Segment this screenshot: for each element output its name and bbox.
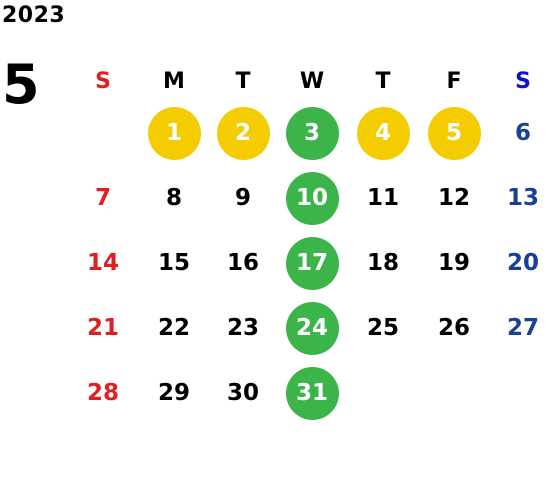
weekday-header-2: T (235, 68, 251, 94)
day-number: 25 (366, 315, 399, 341)
day-cell-22[interactable]: 22 (146, 302, 202, 354)
day-cell-7[interactable]: 7 (75, 172, 131, 224)
day-number: 26 (437, 315, 470, 341)
day-cell-4-highlighted[interactable]: 4 (355, 106, 411, 160)
day-number: 8 (165, 185, 182, 211)
day-number: 21 (86, 315, 119, 341)
week-row: 14 15 16 17 18 19 20 (68, 236, 548, 302)
day-number: 31 (285, 366, 339, 420)
day-cell-11[interactable]: 11 (355, 172, 411, 224)
day-cell-5-highlighted[interactable]: 5 (426, 106, 482, 160)
day-number: 17 (285, 236, 339, 290)
day-cell-19[interactable]: 19 (426, 237, 482, 289)
day-number: 2 (216, 106, 270, 160)
day-cell-16[interactable]: 16 (215, 237, 271, 289)
day-number: 11 (366, 185, 399, 211)
day-number: 18 (366, 250, 399, 276)
week-row: 21 22 23 24 25 26 27 (68, 301, 548, 367)
day-cell-30[interactable]: 30 (215, 367, 271, 419)
day-number: 15 (157, 250, 190, 276)
day-cell-21[interactable]: 21 (75, 302, 131, 354)
day-cell-14[interactable]: 14 (75, 237, 131, 289)
day-number: 3 (285, 106, 339, 160)
day-cell-31-highlighted[interactable]: 31 (284, 366, 340, 420)
day-number: 10 (285, 171, 339, 225)
day-number: 1 (147, 106, 201, 160)
weekday-header-1: M (163, 68, 185, 94)
day-cell-10-highlighted[interactable]: 10 (284, 171, 340, 225)
day-cell-24-highlighted[interactable]: 24 (284, 301, 340, 355)
year-label: 2023 (2, 3, 66, 28)
day-cell-2-highlighted[interactable]: 2 (215, 106, 271, 160)
month-number: 5 (2, 53, 40, 116)
weekday-header-5: F (446, 68, 462, 94)
day-cell-3-highlighted[interactable]: 3 (284, 106, 340, 160)
day-number: 29 (157, 380, 190, 406)
day-cell-27[interactable]: 27 (495, 302, 548, 354)
day-cell-25[interactable]: 25 (355, 302, 411, 354)
day-cell-29[interactable]: 29 (146, 367, 202, 419)
day-cell-28[interactable]: 28 (75, 367, 131, 419)
day-cell-1-highlighted[interactable]: 1 (146, 106, 202, 160)
day-number: 28 (86, 380, 119, 406)
day-cell-15[interactable]: 15 (146, 237, 202, 289)
day-cell-18[interactable]: 18 (355, 237, 411, 289)
week-row: 28 29 30 31 (68, 366, 548, 432)
day-number: 19 (437, 250, 470, 276)
day-number: 7 (94, 185, 111, 211)
day-number: 24 (285, 301, 339, 355)
day-cell-20[interactable]: 20 (495, 237, 548, 289)
day-cell-13[interactable]: 13 (495, 172, 548, 224)
day-number: 14 (86, 250, 119, 276)
day-number: 20 (506, 250, 539, 276)
day-number: 9 (234, 185, 251, 211)
day-cell-26[interactable]: 26 (426, 302, 482, 354)
day-cell-6[interactable]: 6 (495, 107, 548, 159)
weekday-header-4: T (375, 68, 391, 94)
day-number: 23 (226, 315, 259, 341)
day-number: 5 (427, 106, 481, 160)
day-number: 27 (506, 315, 539, 341)
day-number: 13 (506, 185, 539, 211)
weekday-header-3: W (299, 68, 325, 94)
day-cell-9[interactable]: 9 (215, 172, 271, 224)
day-number: 22 (157, 315, 190, 341)
day-number: 6 (514, 120, 531, 146)
day-cell-17-highlighted[interactable]: 17 (284, 236, 340, 290)
day-number: 16 (226, 250, 259, 276)
day-cell-12[interactable]: 12 (426, 172, 482, 224)
day-number: 12 (437, 185, 470, 211)
week-row: 7 8 9 10 11 12 13 (68, 171, 548, 237)
weekday-header-0: S (95, 68, 111, 94)
day-cell-8[interactable]: 8 (146, 172, 202, 224)
day-cell-23[interactable]: 23 (215, 302, 271, 354)
weekday-header-6: S (515, 68, 531, 94)
day-number: 4 (356, 106, 410, 160)
day-number: 30 (226, 380, 259, 406)
